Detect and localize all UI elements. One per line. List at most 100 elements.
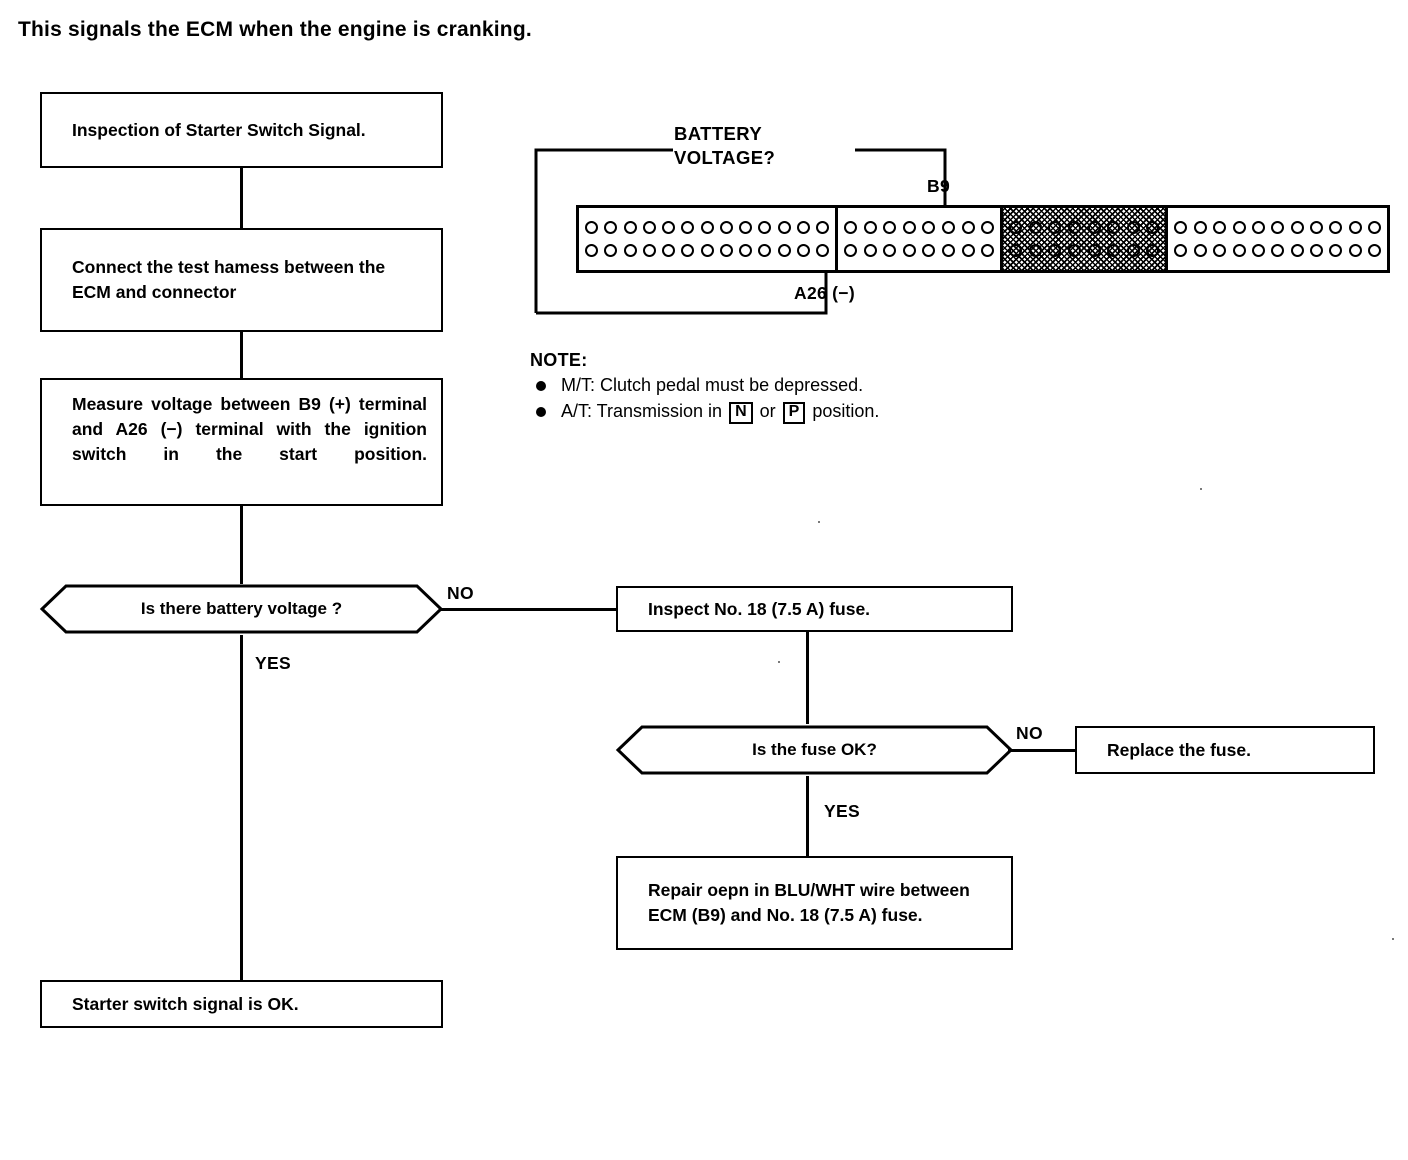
connector-pin — [1367, 221, 1381, 235]
connector-pin — [1126, 243, 1140, 257]
connector-section-c — [1000, 208, 1165, 270]
connector-pin-row — [844, 221, 995, 235]
connector-pin — [1290, 243, 1304, 257]
connector-pin — [1213, 243, 1227, 257]
connector-pin — [777, 243, 791, 257]
connector-pin — [1329, 221, 1343, 235]
connector-pin — [642, 221, 656, 235]
bullet-icon — [536, 406, 546, 417]
connector-pin-row — [1009, 221, 1160, 235]
connector-pin — [902, 243, 916, 257]
gear-position-n-icon: N — [729, 401, 753, 424]
bullet-icon — [536, 381, 546, 392]
connector-pin — [902, 221, 916, 235]
connector-pin — [922, 221, 936, 235]
connector-line-title-to-connect — [240, 168, 243, 236]
connector-pin-row — [1009, 243, 1160, 257]
decision-battery-voltage: Is there battery voltage ? — [39, 583, 444, 635]
connector-pin — [1213, 221, 1227, 235]
connector-pin — [816, 243, 829, 257]
connector-pin — [1271, 221, 1285, 235]
note-list: M/T: Clutch pedal must be depressed. A/T… — [530, 373, 879, 424]
note-item-mt-text: M/T: Clutch pedal must be depressed. — [561, 375, 864, 396]
note-item-mt: M/T: Clutch pedal must be depressed. — [530, 373, 879, 397]
decision-fuse-ok-shape — [615, 725, 1014, 775]
connector-pin — [758, 221, 772, 235]
scan-speck — [1392, 938, 1394, 940]
decision-battery-voltage-shape — [39, 584, 444, 634]
ecm-connector-diagram — [576, 205, 1390, 273]
connector-pin — [1028, 221, 1042, 235]
note-title: NOTE: — [530, 350, 588, 370]
connector-pin — [623, 243, 637, 257]
pin-tag-b9: B9 — [927, 176, 950, 196]
connector-pin — [922, 243, 936, 257]
label-battery-voltage-line1: BATTERY — [674, 123, 763, 144]
connector-pin — [1009, 221, 1023, 235]
connector-pin — [844, 221, 858, 235]
pin-tag-a26: A26 (−) — [794, 283, 855, 303]
connector-pin — [883, 243, 897, 257]
connector-line-connect-to-measure — [240, 332, 243, 378]
connector-pin — [1251, 243, 1265, 257]
box-repair-wire: Repair oepn in BLU/WHT wire between ECM … — [616, 856, 1013, 950]
connector-line-measure-to-decision — [240, 506, 243, 584]
connector-pin — [662, 243, 675, 257]
connector-pin — [1193, 243, 1207, 257]
connector-pin — [719, 221, 733, 235]
label-battery-voltage: BATTERY VOLTAGE? — [674, 122, 775, 169]
connector-pin-row — [585, 221, 829, 235]
box-inspection-title: Inspection of Starter Switch Signal. — [40, 92, 443, 168]
connector-pin — [719, 243, 733, 257]
connector-line-decision1-yes — [240, 635, 243, 980]
connector-pin — [642, 243, 656, 257]
scan-speck — [1200, 488, 1202, 490]
connector-pin — [1271, 243, 1285, 257]
note-item-at-prefix: A/T: Transmission in — [561, 400, 728, 421]
connector-section-a — [579, 208, 835, 270]
connector-pin — [1193, 221, 1207, 235]
connector-pin — [1048, 243, 1062, 257]
connector-pin — [1232, 221, 1246, 235]
connector-pin — [863, 243, 877, 257]
connector-pin — [1087, 221, 1101, 235]
connector-pin-row — [1174, 221, 1381, 235]
label-yes-battery-voltage: YES — [255, 653, 291, 673]
connector-pin-row — [844, 243, 995, 257]
connector-pin — [1009, 243, 1023, 257]
connector-pin — [1087, 243, 1101, 257]
connector-pin — [1146, 243, 1160, 257]
box-replace-fuse: Replace the fuse. — [1075, 726, 1375, 774]
connector-pin — [1146, 221, 1160, 235]
connector-pin — [883, 221, 897, 235]
connector-pin — [1028, 243, 1042, 257]
label-no-fuse-ok: NO — [1016, 723, 1043, 743]
box-connect-harness: Connect the test hamess between the ECM … — [40, 228, 443, 332]
box-inspection-title-text: Inspection of Starter Switch Signal. — [72, 119, 366, 140]
label-yes-fuse-ok: YES — [824, 801, 860, 821]
connector-pin — [1348, 221, 1362, 235]
note-item-at: A/T: Transmission in N or P position. — [530, 399, 879, 424]
connector-section-d — [1165, 208, 1387, 270]
connector-pin — [739, 243, 752, 257]
connector-line-decision2-no — [1008, 749, 1075, 752]
connector-pin — [981, 221, 995, 235]
note-item-at-suffix: position. — [807, 400, 880, 421]
connector-pin — [662, 221, 675, 235]
box-result-ok: Starter switch signal is OK. — [40, 980, 443, 1028]
connector-pin — [681, 243, 695, 257]
connector-pin — [1126, 221, 1140, 235]
connector-pin-row — [585, 243, 829, 257]
box-connect-harness-text: Connect the test hamess between the ECM … — [72, 257, 386, 302]
connector-line-decision2-yes — [806, 776, 809, 856]
intro-text: This signals the ECM when the engine is … — [18, 18, 532, 41]
scan-speck — [778, 661, 780, 663]
decision-fuse-ok: Is the fuse OK? — [615, 724, 1014, 776]
connector-pin — [604, 243, 618, 257]
connector-pin — [844, 243, 858, 257]
box-inspect-fuse: Inspect No. 18 (7.5 A) fuse. — [616, 586, 1013, 632]
connector-pin — [604, 221, 618, 235]
connector-pin — [1251, 221, 1265, 235]
connector-pin — [1174, 243, 1188, 257]
connector-pin — [1068, 243, 1082, 257]
